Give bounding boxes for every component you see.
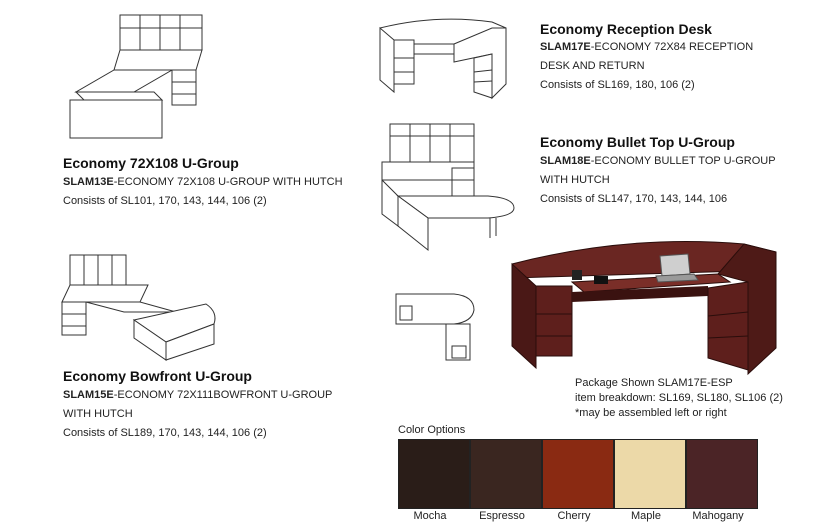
reception-desk-title: Economy Reception Desk xyxy=(540,21,712,37)
product-code: SLAM17E xyxy=(540,41,591,53)
swatch-mocha xyxy=(398,439,470,509)
bowfront-u-group-drawing xyxy=(56,250,221,365)
bowfront-title: Economy Bowfront U-Group xyxy=(63,368,252,384)
bowfront-desc: SLAM15E-ECONOMY 72X111BOWFRONT U-GROUP xyxy=(63,386,332,405)
product-code: SLAM18E xyxy=(540,155,591,167)
swatch-label-espresso: Espresso xyxy=(479,510,525,522)
swatch-label-cherry: Cherry xyxy=(557,510,591,522)
swatch-label-mocha: Mocha xyxy=(413,510,447,522)
product-desc: -ECONOMY 72X108 U-GROUP WITH HUTCH xyxy=(113,176,343,188)
bullet-top-u-group-drawing xyxy=(378,118,518,253)
product-code: SLAM13E xyxy=(63,176,114,188)
package-caption-line3: *may be assembled left or right xyxy=(575,407,727,419)
bullet-top-title: Economy Bullet Top U-Group xyxy=(540,134,735,150)
reception-desk-drawing xyxy=(374,14,514,99)
reception-desk-photo xyxy=(508,230,798,375)
swatch-label-mahogany: Mahogany xyxy=(692,510,744,522)
bullet-top-consists: Consists of SL147, 170, 143, 144, 106 xyxy=(540,193,728,205)
package-caption-line1: Package Shown SLAM17E-ESP xyxy=(575,377,733,389)
bullet-top-desc: SLAM18E-ECONOMY BULLET TOP U-GROUP xyxy=(540,152,776,171)
bullet-top-plan-view-drawing xyxy=(392,290,482,365)
package-caption-line2: item breakdown: SL169, SL180, SL106 (2) xyxy=(575,392,783,404)
reception-desk-consists: Consists of SL169, 180, 106 (2) xyxy=(540,79,695,91)
72x108-title: Economy 72X108 U-Group xyxy=(63,155,239,171)
72x108-desc: SLAM13E-ECONOMY 72X108 U-GROUP WITH HUTC… xyxy=(63,173,343,192)
product-code: SLAM15E xyxy=(63,389,114,401)
swatch-maple xyxy=(614,439,686,509)
swatch-mahogany xyxy=(686,439,758,509)
bullet-top-desc2: WITH HUTCH xyxy=(540,174,610,186)
swatch-cherry xyxy=(542,439,614,509)
swatch-espresso xyxy=(470,439,542,509)
color-options-heading: Color Options xyxy=(398,424,466,436)
product-desc: -ECONOMY BULLET TOP U-GROUP xyxy=(590,155,776,167)
swatch-label-maple: Maple xyxy=(631,510,661,522)
bowfront-desc2: WITH HUTCH xyxy=(63,408,133,420)
reception-desk-desc: SLAM17E-ECONOMY 72X84 RECEPTION xyxy=(540,38,753,57)
bowfront-consists: Consists of SL189, 170, 143, 144, 106 (2… xyxy=(63,427,267,439)
72x108-u-group-drawing xyxy=(64,10,209,145)
reception-desk-desc2: DESK AND RETURN xyxy=(540,60,645,72)
product-desc: -ECONOMY 72X111BOWFRONT U-GROUP xyxy=(113,389,333,401)
72x108-consists: Consists of SL101, 170, 143, 144, 106 (2… xyxy=(63,195,267,207)
product-desc: -ECONOMY 72X84 RECEPTION xyxy=(590,41,754,53)
